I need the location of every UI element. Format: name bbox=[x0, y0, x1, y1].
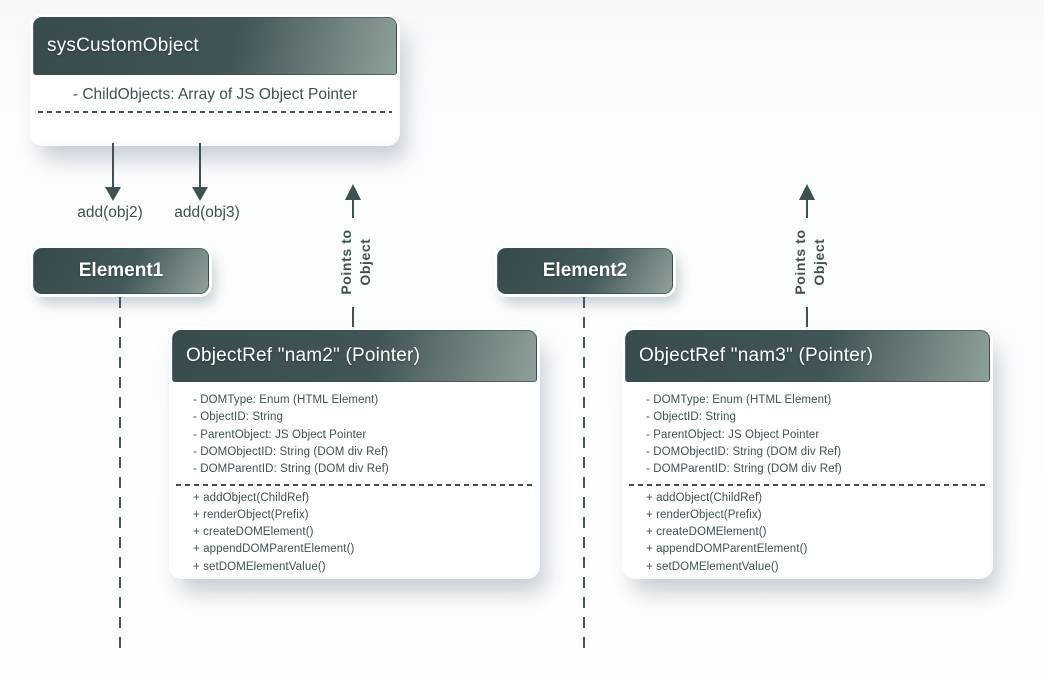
attribute-row: - DOMObjectID: String (DOM div Ref) bbox=[646, 445, 842, 458]
element1-node: Element1 bbox=[33, 248, 209, 294]
points-to-arrow-line bbox=[806, 307, 808, 330]
element2-node: Element2 bbox=[497, 248, 673, 294]
element1-lifeline bbox=[119, 297, 121, 648]
call-arrow-line bbox=[112, 143, 114, 187]
call-label-add-obj3: add(obj3) bbox=[174, 204, 240, 221]
attribute-row: - ObjectID: String bbox=[646, 411, 736, 424]
points-to-label-line1: Points to bbox=[792, 229, 808, 295]
element2-label: Element2 bbox=[542, 260, 628, 281]
class-header: ObjectRef "nam2" (Pointer) bbox=[172, 330, 537, 383]
class-header: sysCustomObject bbox=[33, 17, 397, 75]
method-row: + appendDOMParentElement() bbox=[646, 543, 808, 556]
attribute-method-separator bbox=[176, 483, 533, 486]
call-label-add-obj2: add(obj2) bbox=[77, 204, 143, 221]
attribute-row: - DOMType: Enum (HTML Element) bbox=[646, 394, 832, 407]
points-to-arrow-line bbox=[352, 200, 354, 218]
method-row: + renderObject(Prefix) bbox=[193, 508, 309, 521]
arrowhead-down-icon bbox=[192, 187, 208, 201]
points-to-label-line2: Object bbox=[811, 238, 827, 286]
method-row: + createDOMElement() bbox=[646, 526, 767, 539]
points-to-label-line2: Object bbox=[357, 238, 373, 286]
method-row: + renderObject(Prefix) bbox=[646, 508, 762, 521]
attribute-row: - DOMObjectID: String (DOM div Ref) bbox=[193, 445, 389, 458]
method-row: + createDOMElement() bbox=[193, 526, 314, 539]
attribute-row: - DOMParentID: String (DOM div Ref) bbox=[646, 463, 842, 476]
points-to-arrow-line bbox=[806, 200, 808, 218]
points-to-arrow-line bbox=[352, 307, 354, 330]
class-header: ObjectRef "nam3" (Pointer) bbox=[625, 330, 990, 383]
class-card-syscustomobject: sysCustomObject - ChildObjects: Array of… bbox=[33, 17, 397, 143]
arrowhead-down-icon bbox=[105, 187, 121, 201]
points-to-label: Points to Object bbox=[337, 212, 375, 312]
element2-lifeline bbox=[583, 297, 585, 648]
points-to-label-line1: Points to bbox=[338, 229, 354, 295]
call-arrow-line bbox=[199, 143, 201, 187]
attribute-row: - DOMType: Enum (HTML Element) bbox=[193, 394, 379, 407]
attribute-row: - ObjectID: String bbox=[193, 411, 283, 424]
method-row: + setDOMElementValue() bbox=[646, 560, 779, 573]
class-body: - DOMType: Enum (HTML Element) - ObjectI… bbox=[625, 382, 990, 576]
method-row: + addObject(ChildRef) bbox=[193, 491, 310, 504]
attribute-row: - ParentObject: JS Object Pointer bbox=[193, 428, 367, 441]
method-row: + setDOMElementValue() bbox=[193, 560, 326, 573]
element1-label: Element1 bbox=[78, 260, 164, 281]
class-title: sysCustomObject bbox=[47, 35, 199, 56]
attribute-text: - ChildObjects: Array of JS Object Point… bbox=[72, 86, 358, 103]
class-body: - ChildObjects: Array of JS Object Point… bbox=[33, 75, 397, 143]
method-row: + addObject(ChildRef) bbox=[646, 491, 763, 504]
objectref-nam3-card: ObjectRef "nam3" (Pointer) - DOMType: En… bbox=[625, 330, 990, 576]
points-to-label: Points to Object bbox=[791, 212, 829, 312]
objectref-nam2-card: ObjectRef "nam2" (Pointer) - DOMType: En… bbox=[172, 330, 537, 576]
method-row: + appendDOMParentElement() bbox=[193, 543, 355, 556]
arrowhead-up-icon bbox=[799, 184, 815, 200]
attribute-row: - DOMParentID: String (DOM div Ref) bbox=[193, 463, 389, 476]
attribute-row: - ParentObject: JS Object Pointer bbox=[646, 428, 820, 441]
attribute-method-separator bbox=[629, 483, 986, 486]
class-title: ObjectRef "nam3" (Pointer) bbox=[639, 345, 874, 367]
class-title: ObjectRef "nam2" (Pointer) bbox=[186, 345, 421, 367]
class-body: - DOMType: Enum (HTML Element) - ObjectI… bbox=[172, 382, 537, 576]
arrowhead-up-icon bbox=[345, 184, 361, 200]
attribute-method-separator bbox=[38, 111, 392, 113]
